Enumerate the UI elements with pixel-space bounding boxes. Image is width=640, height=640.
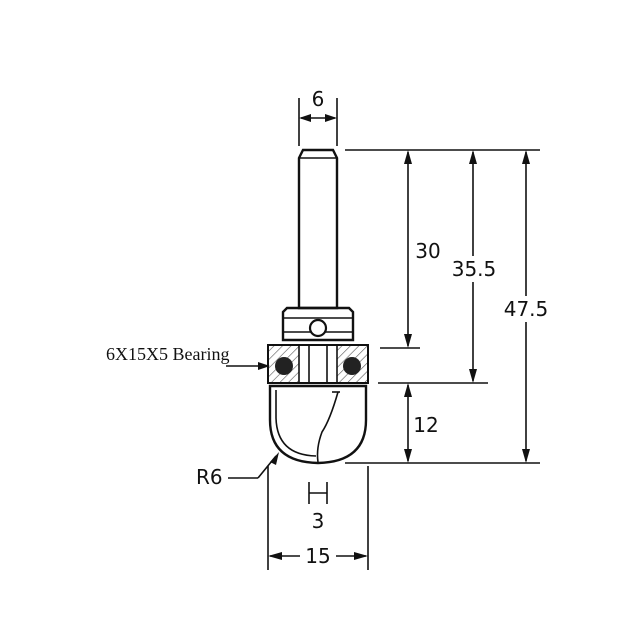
dim-12-label: 12 — [413, 413, 438, 437]
dim-35-5-label: 35.5 — [452, 257, 497, 281]
dim-r6-label: R6 — [196, 465, 223, 489]
radius-callout: R6 — [196, 452, 279, 489]
collar — [281, 306, 355, 342]
dim-47-5-label: 47.5 — [504, 297, 549, 321]
shank — [297, 148, 339, 310]
dim-shank-length: 30 — [404, 150, 441, 348]
bearing-label: 6X15X5 Bearing — [106, 344, 229, 364]
bearing-ball-left — [275, 357, 293, 375]
bearing — [267, 344, 369, 384]
dim-shank-diameter: 6 — [298, 87, 338, 146]
set-screw-icon — [308, 318, 328, 338]
dim-cutting-height: 12 — [404, 383, 439, 463]
dim-6-label: 6 — [312, 87, 325, 111]
dim-3-label: 3 — [312, 509, 325, 533]
dim-overall-length: 47.5 — [503, 150, 549, 463]
dim-tip-flat: 3 — [308, 482, 328, 533]
dim-15-label: 15 — [305, 544, 330, 568]
bearing-callout: 6X15X5 Bearing — [106, 344, 270, 370]
dim-cutting-diameter: 15 — [267, 466, 369, 570]
dim-length-to-cutter: 35.5 — [452, 150, 497, 383]
cutter-head — [268, 384, 368, 465]
dim-30-label: 30 — [415, 239, 440, 263]
bearing-ball-right — [343, 357, 361, 375]
